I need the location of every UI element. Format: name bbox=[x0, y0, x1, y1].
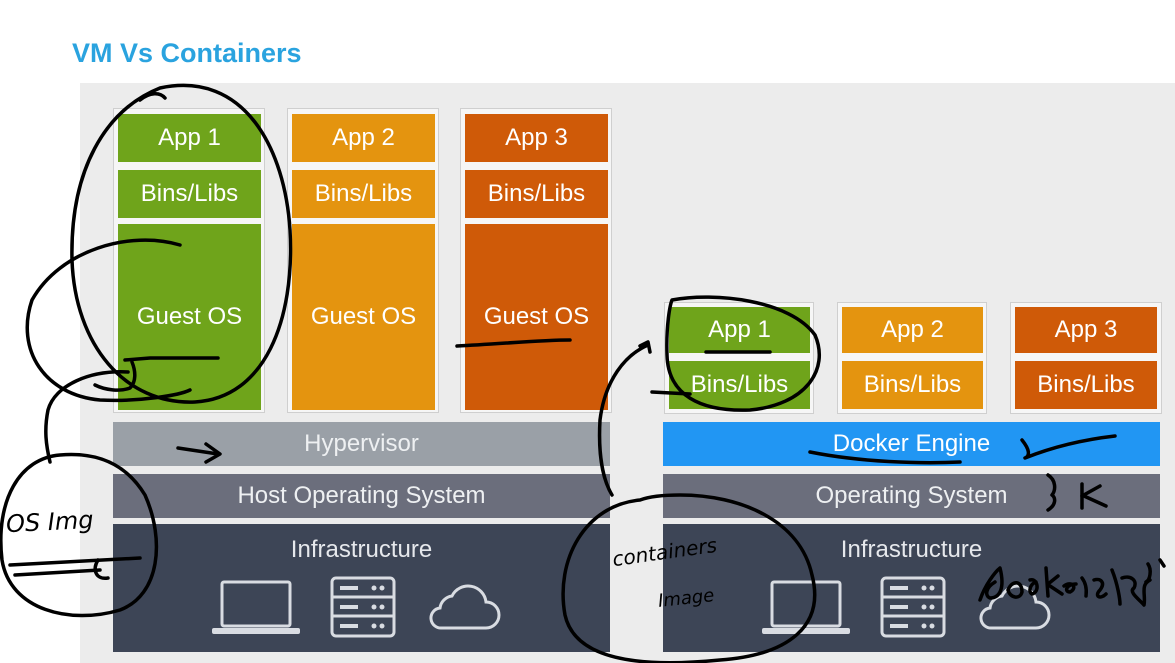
os-img-annotation: OS Img bbox=[5, 505, 95, 539]
vm-guest-os-2: Guest OS bbox=[292, 224, 435, 410]
vm-app-1: App 1 bbox=[118, 114, 261, 162]
container-bins-1: Bins/Libs bbox=[669, 361, 810, 409]
host-os-layer: Host Operating System bbox=[113, 474, 610, 518]
docker-engine-layer: Docker Engine bbox=[663, 422, 1160, 466]
laptop-icon bbox=[762, 580, 850, 634]
vm-bins-1: Bins/Libs bbox=[118, 170, 261, 218]
vm-infrastructure-layer: Infrastructure bbox=[113, 524, 610, 652]
container-app-1: App 1 bbox=[669, 307, 810, 353]
vm-bins-3: Bins/Libs bbox=[465, 170, 608, 218]
server-icon bbox=[880, 576, 946, 638]
vm-app-3: App 3 bbox=[465, 114, 608, 162]
cloud-icon bbox=[979, 584, 1051, 630]
vm-guest-os-3: Guest OS bbox=[465, 224, 608, 410]
vm-bins-2: Bins/Libs bbox=[292, 170, 435, 218]
operating-system-layer: Operating System bbox=[663, 474, 1160, 518]
server-icon bbox=[330, 576, 396, 638]
container-bins-3: Bins/Libs bbox=[1015, 361, 1157, 409]
container-bins-2: Bins/Libs bbox=[842, 361, 983, 409]
cloud-icon bbox=[429, 584, 501, 630]
vm-guest-os-1: Guest OS bbox=[118, 224, 261, 410]
vm-app-2: App 2 bbox=[292, 114, 435, 162]
hypervisor-layer: Hypervisor bbox=[113, 422, 610, 466]
container-app-2: App 2 bbox=[842, 307, 983, 353]
page-title: VM Vs Containers bbox=[72, 38, 302, 68]
laptop-icon bbox=[212, 580, 300, 634]
container-app-3: App 3 bbox=[1015, 307, 1157, 353]
